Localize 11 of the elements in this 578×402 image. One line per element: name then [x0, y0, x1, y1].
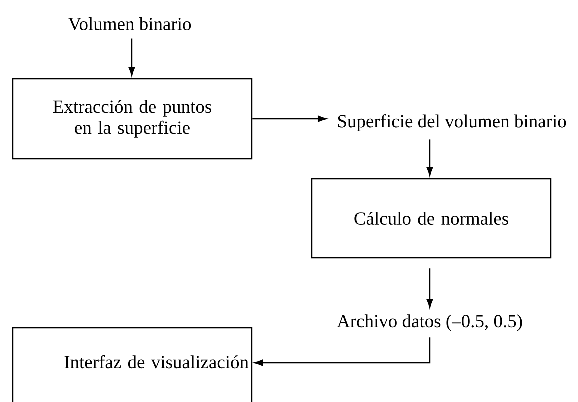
text-label: Archivo datos (–0.5, 0.5) [337, 314, 522, 332]
process-box: Cálculo de normales [311, 178, 552, 259]
arrow [252, 116, 327, 122]
arrow [426, 140, 434, 176]
arrow [254, 338, 431, 366]
process-box: Extracción de puntos en la superficie [12, 78, 253, 160]
text-label: Superficie del volumen binario [338, 114, 566, 132]
arrow [426, 268, 434, 308]
text-label: Volumen binario [68, 17, 192, 31]
arrow [128, 38, 136, 76]
process-box: Interfaz de visualización [12, 327, 253, 402]
